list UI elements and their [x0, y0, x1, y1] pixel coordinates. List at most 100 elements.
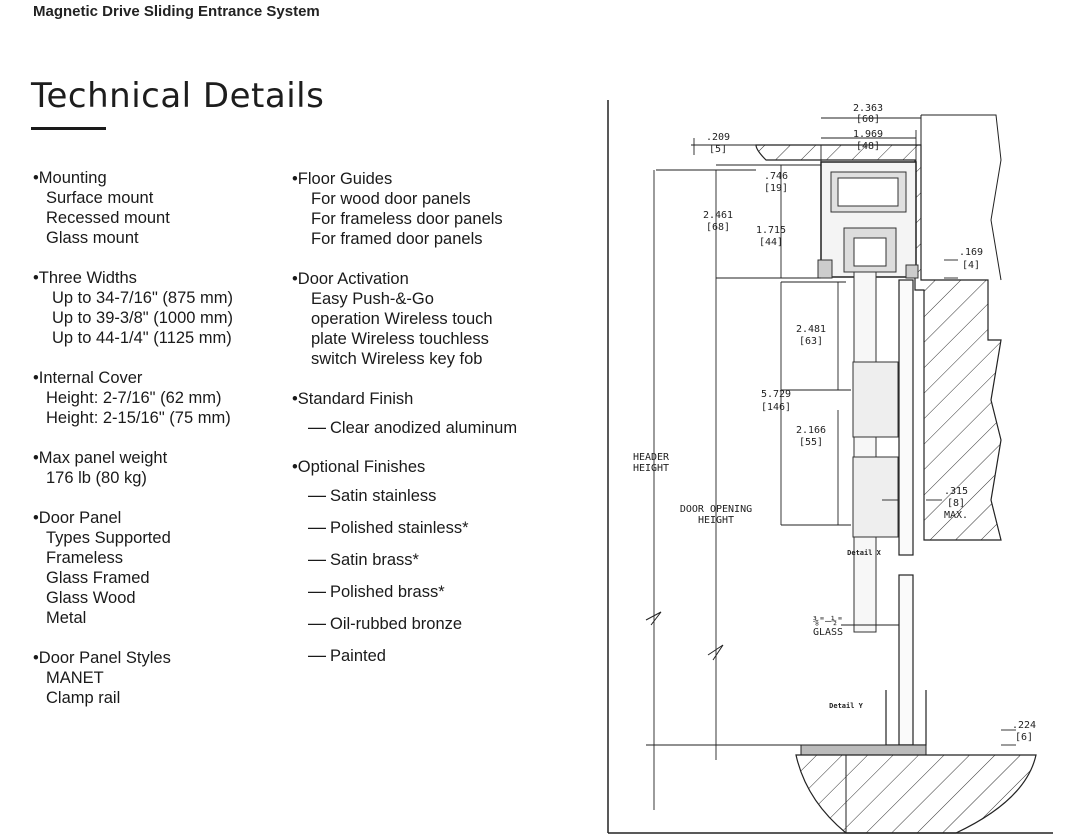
dash-mark: —: [308, 581, 326, 601]
spec-item: plate Wireless touchless: [311, 330, 489, 348]
bullet: •: [33, 449, 39, 467]
spec-title-text: Optional Finishes: [297, 458, 426, 476]
dim-2166: 2.166: [796, 425, 826, 436]
dim-2461: 2.461: [703, 210, 733, 221]
spec-title-text: Door Activation: [297, 270, 409, 288]
bullet: •: [292, 390, 298, 408]
dim-2481: 2.481: [796, 324, 826, 335]
bullet: •: [33, 269, 39, 287]
spec-item: MANET: [46, 669, 104, 687]
spec-item: Clamp rail: [46, 689, 121, 707]
spec-title-text: Floor Guides: [297, 170, 393, 188]
dim-2166-mm: [55]: [799, 437, 823, 448]
spec-item: 176 lb (80 kg): [46, 469, 147, 487]
section-heading: Technical Details: [31, 76, 325, 116]
dim-746-mm: [19]: [764, 183, 788, 194]
spec-item: —Satin stainless: [292, 483, 592, 515]
spec-item: Types Supported: [46, 529, 171, 547]
spec-item-text: Oil-rubbed bronze: [330, 615, 463, 633]
bullet: •: [33, 169, 39, 187]
dim-1969: 1.969: [853, 129, 883, 140]
spec-item-text: Painted: [330, 647, 386, 665]
spec-item-text: Satin brass*: [330, 551, 419, 569]
spec-item: Up to 44-1/4" (1125 mm): [52, 329, 232, 347]
spec-item: For framed door panels: [311, 230, 483, 248]
spec-item: operation Wireless touch: [311, 310, 493, 328]
spec-item-text: Polished brass*: [330, 583, 445, 601]
spec-item-text: Polished stainless*: [330, 519, 469, 537]
spec-item: For frameless door panels: [311, 210, 503, 228]
dash-mark: —: [308, 417, 326, 437]
spec-title-text: Door Panel: [38, 509, 122, 527]
dim-315-max: MAX.: [944, 510, 968, 521]
dim-2461-mm: [68]: [706, 222, 730, 233]
label-detail-y: Detail Y: [829, 702, 864, 710]
bullet: •: [33, 369, 39, 387]
spec-group-title: •Door Activation: [292, 269, 592, 289]
door-panel-lower: [898, 574, 914, 746]
spec-item: Glass mount: [46, 229, 139, 247]
spec-item: For wood door panels: [311, 190, 471, 208]
spec-title-text: Internal Cover: [38, 369, 143, 387]
document-top-title: Magnetic Drive Sliding Entrance System: [33, 3, 320, 20]
floor-section: [795, 754, 1037, 834]
dim-2363-mm: [60]: [856, 114, 880, 125]
dim-1715-mm: [44]: [759, 237, 783, 248]
spec-group-title: •Door Panel Styles: [33, 648, 283, 668]
label-door-opening-height: HEIGHT: [698, 515, 734, 526]
spec-group-title: •Internal Cover: [33, 368, 283, 388]
dash-mark: —: [308, 645, 326, 665]
door-panel: [898, 279, 914, 556]
spec-item: Glass Framed: [46, 569, 150, 587]
spec-group-title: •Optional Finishes: [292, 457, 592, 477]
dim-2481-mm: [63]: [799, 336, 823, 347]
spec-item-text: Clear anodized aluminum: [330, 419, 518, 437]
dash-mark: —: [308, 613, 326, 633]
spec-item: Metal: [46, 609, 87, 627]
spec-item: —Polished stainless*: [292, 515, 592, 547]
spec-item-text: Satin stainless: [330, 487, 437, 505]
spec-item: Easy Push-&-Go: [311, 290, 434, 308]
spec-item: —Polished brass*: [292, 579, 592, 611]
dim-1969-mm: [48]: [856, 141, 880, 152]
dim-224: .224: [1012, 720, 1036, 731]
dim-5729-mm: [146]: [761, 402, 791, 413]
technical-drawing: 2.363 [60] 1.969 [48] .209 [5] .746 [19]…: [607, 100, 1053, 834]
spec-item: —Oil-rubbed bronze: [292, 611, 592, 643]
dim-209-mm: [5]: [709, 144, 727, 155]
dim-2363: 2.363: [853, 103, 883, 114]
spec-group-title: •Three Widths: [33, 268, 283, 288]
spec-title-text: Max panel weight: [38, 449, 168, 467]
bullet: •: [292, 270, 298, 288]
spec-item: Glass Wood: [46, 589, 136, 607]
dim-224-mm: [6]: [1015, 732, 1033, 743]
spec-group: •Max panel weight 176 lb (80 kg): [33, 448, 283, 488]
dim-315: .315: [944, 486, 968, 497]
label-detail-x: Detail X: [847, 549, 882, 557]
label-glass-size: ⅜"–½": [813, 615, 843, 627]
spec-group-title: •Floor Guides: [292, 169, 592, 189]
dash-mark: —: [308, 517, 326, 537]
label-header: HEADER: [633, 452, 670, 463]
spec-item: Surface mount: [46, 189, 154, 207]
ceiling-section: [755, 144, 1002, 541]
spec-item: Frameless: [46, 549, 124, 567]
spec-item: switch Wireless key fob: [311, 350, 483, 368]
spec-group-title: •Mounting: [33, 168, 283, 188]
heading-underline: [31, 127, 106, 130]
dim-746: .746: [764, 171, 788, 182]
spec-group-title: •Door Panel: [33, 508, 283, 528]
spec-title-text: Door Panel Styles: [38, 649, 171, 667]
spec-title-text: Standard Finish: [297, 390, 414, 408]
spec-group-title: •Standard Finish: [292, 389, 592, 409]
dim-315-mm: [8]: [947, 498, 965, 509]
dash-mark: —: [308, 485, 326, 505]
